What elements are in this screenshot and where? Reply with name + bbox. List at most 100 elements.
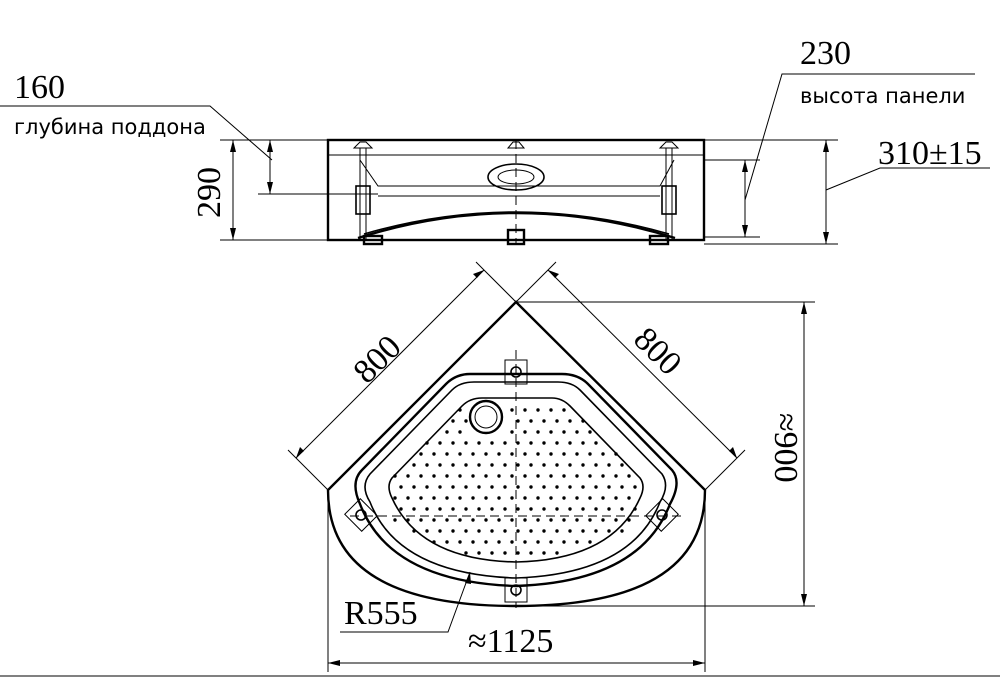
anti-slip-dot xyxy=(497,496,501,500)
anti-slip-dot xyxy=(484,474,488,478)
anti-slip-dot xyxy=(523,452,527,456)
anti-slip-dot xyxy=(588,496,592,500)
radius-callout: R555 xyxy=(340,571,471,633)
anti-slip-dot xyxy=(555,507,559,511)
anti-slip-dot xyxy=(503,463,507,467)
tray-inner-rim-2 xyxy=(364,381,667,579)
anti-slip-dot-pattern xyxy=(393,408,637,555)
drain-inner-circle xyxy=(474,405,498,429)
side-left-label: 800 xyxy=(346,328,408,390)
anti-slip-dot xyxy=(575,430,579,434)
anti-slip-dot xyxy=(516,485,520,489)
anti-slip-dot xyxy=(614,474,618,478)
anti-slip-dot xyxy=(510,452,514,456)
anti-slip-dot xyxy=(438,507,442,511)
anti-slip-dot xyxy=(581,441,585,445)
anti-slip-dot xyxy=(484,518,488,522)
anti-slip-dot xyxy=(458,496,462,500)
anti-slip-dot xyxy=(425,507,429,511)
anti-slip-dot xyxy=(529,485,533,489)
anti-slip-dot xyxy=(542,463,546,467)
anti-slip-dot xyxy=(458,408,462,412)
anti-slip-dot xyxy=(406,474,410,478)
side-view: 290 160 глубина поддона 230 высота панел… xyxy=(0,35,990,246)
anti-slip-dot xyxy=(477,463,481,467)
anti-slip-dot xyxy=(575,452,579,456)
anti-slip-dot xyxy=(451,485,455,489)
anti-slip-dot xyxy=(393,518,397,522)
anti-slip-dot xyxy=(529,551,533,555)
anti-slip-dot xyxy=(471,496,475,500)
anti-slip-dot xyxy=(523,474,527,478)
anti-slip-dot xyxy=(601,452,605,456)
anti-slip-dot xyxy=(419,518,423,522)
anti-slip-dot xyxy=(575,518,579,522)
anti-slip-dot xyxy=(432,452,436,456)
anti-slip-dot xyxy=(627,474,631,478)
dimension-900: ≈900 xyxy=(516,301,815,607)
anti-slip-dot xyxy=(510,518,514,522)
anti-slip-dot xyxy=(594,441,598,445)
anti-slip-dot xyxy=(588,518,592,522)
anti-slip-dot xyxy=(484,496,488,500)
height-range-label: 310±15 xyxy=(878,135,982,172)
anti-slip-dot xyxy=(620,507,624,511)
anti-slip-dot xyxy=(529,419,533,423)
anti-slip-dot xyxy=(438,529,442,533)
anti-slip-dot xyxy=(458,540,462,544)
anti-slip-dot xyxy=(510,430,514,434)
anti-slip-dot xyxy=(601,496,605,500)
anti-slip-dot xyxy=(497,452,501,456)
anti-slip-dot xyxy=(516,419,520,423)
tray-inner-rim xyxy=(354,372,678,588)
anti-slip-dot xyxy=(529,441,533,445)
anti-slip-dot xyxy=(412,463,416,467)
dimension-800-left: 800 xyxy=(287,261,517,491)
panel-height-caption: высота панели xyxy=(800,84,965,108)
anti-slip-dot xyxy=(497,540,501,544)
anti-slip-dot xyxy=(490,551,494,555)
anti-slip-dot xyxy=(406,518,410,522)
anti-slip-dot xyxy=(477,441,481,445)
anti-slip-dot xyxy=(536,408,540,412)
dimension-160: 160 глубина поддона xyxy=(0,69,378,195)
anti-slip-dot xyxy=(458,430,462,434)
anti-slip-dot xyxy=(451,529,455,533)
anti-slip-dot xyxy=(588,474,592,478)
anti-slip-dot xyxy=(451,507,455,511)
anti-slip-dot xyxy=(425,529,429,533)
anti-slip-dot xyxy=(627,518,631,522)
leg-left xyxy=(352,141,384,246)
anti-slip-dot xyxy=(633,507,637,511)
anti-slip-dot xyxy=(549,474,553,478)
anti-slip-dot xyxy=(503,485,507,489)
anti-slip-dot xyxy=(620,463,624,467)
anti-slip-dot xyxy=(451,441,455,445)
anti-slip-dot xyxy=(607,507,611,511)
anti-slip-dot xyxy=(516,551,520,555)
anti-slip-dot xyxy=(412,529,416,533)
anti-slip-dot xyxy=(594,485,598,489)
anti-slip-dot xyxy=(419,474,423,478)
leg-mount-bottom xyxy=(504,577,528,603)
anti-slip-dot xyxy=(471,540,475,544)
anti-slip-dot xyxy=(419,452,423,456)
anti-slip-dot xyxy=(575,474,579,478)
anti-slip-dot xyxy=(503,529,507,533)
anti-slip-dot xyxy=(510,496,514,500)
anti-slip-dot xyxy=(568,463,572,467)
anti-slip-dot xyxy=(432,518,436,522)
anti-slip-dot xyxy=(562,430,566,434)
anti-slip-dot xyxy=(412,485,416,489)
anti-slip-dot xyxy=(393,496,397,500)
anti-slip-dot xyxy=(555,551,559,555)
anti-slip-dot xyxy=(542,551,546,555)
anti-slip-dot xyxy=(445,496,449,500)
anti-slip-dot xyxy=(562,496,566,500)
anti-slip-dot xyxy=(549,496,553,500)
anti-slip-dot xyxy=(562,474,566,478)
anti-slip-dot xyxy=(549,540,553,544)
panel-height-value: 230 xyxy=(800,35,851,72)
anti-slip-dot xyxy=(438,463,442,467)
